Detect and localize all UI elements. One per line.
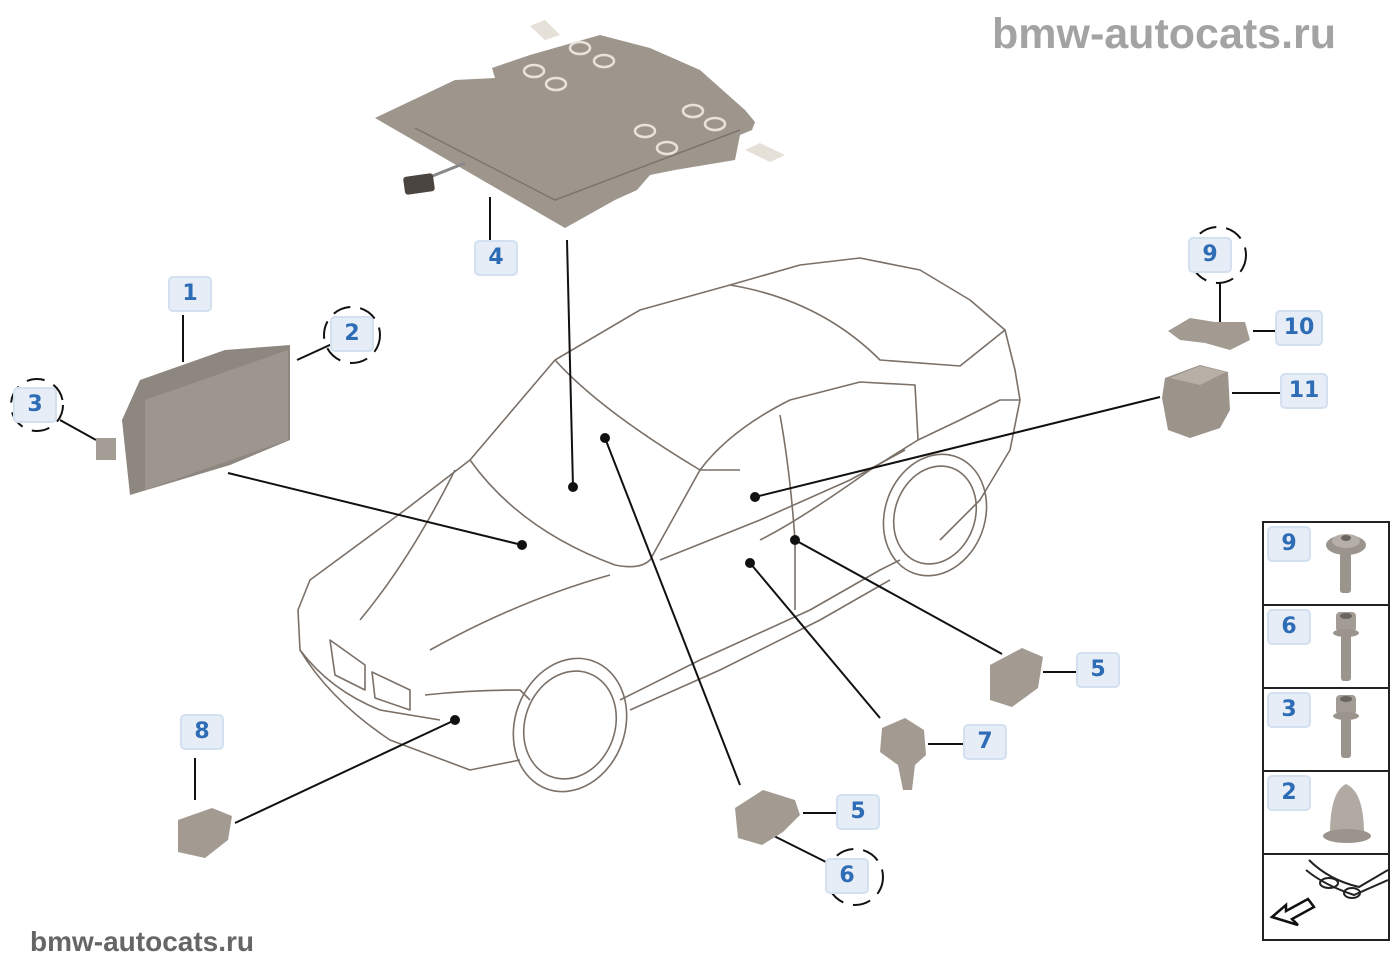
legend-label: 3: [1267, 692, 1311, 728]
dashed-circle-3: [10, 378, 64, 432]
callout-9[interactable]: 9: [1188, 237, 1232, 273]
legend-item[interactable]: 3: [1264, 689, 1388, 772]
car-front-wheel-arch: [512, 657, 628, 793]
legend-label: 2: [1267, 775, 1311, 811]
callout-10[interactable]: 10: [1275, 310, 1323, 346]
callout-1[interactable]: 1: [168, 276, 212, 312]
legend-label: 6: [1267, 609, 1311, 645]
anchor-dot: [600, 433, 610, 443]
hex-socket-bolt-icon: [1333, 612, 1359, 681]
legend-item[interactable]: 9: [1264, 523, 1388, 606]
car-grille-left: [329, 639, 366, 691]
leader-7-to-car: [749, 562, 881, 719]
leader-5a-to-car: [794, 539, 1003, 655]
anchor-dot: [750, 492, 760, 502]
legend-item[interactable]: [1264, 855, 1389, 935]
car-front-bumper: [299, 649, 521, 771]
leader-11-to-car: [754, 396, 1161, 498]
legend-item[interactable]: 2: [1264, 772, 1388, 855]
hex-socket-bolt-icon: [1333, 695, 1359, 758]
car-b-pillar: [779, 414, 796, 610]
front-sensor-part: [178, 808, 232, 858]
car-roofline: [554, 257, 1021, 401]
leader-1-to-car: [227, 472, 523, 546]
leader-5b-to-car: [604, 437, 741, 786]
car-front-wheel: [522, 670, 618, 780]
callout-7[interactable]: 7: [963, 724, 1007, 760]
callout-5a[interactable]: 5: [1076, 652, 1120, 688]
anchor-dot: [450, 715, 460, 725]
anchor-dot: [517, 540, 527, 550]
watermark-bottom: bmw-autocats.ru: [30, 926, 255, 957]
watermark-top: bmw-autocats.ru: [992, 10, 1337, 58]
car-hood-line: [359, 469, 456, 621]
seat-mat-part: [375, 20, 785, 228]
sensor-bracket-part-b: [735, 790, 800, 845]
cap-nut-icon: [1323, 784, 1371, 843]
anchor-dot: [568, 482, 578, 492]
legend-item[interactable]: 6: [1264, 606, 1388, 689]
car-hood: [297, 459, 471, 721]
acceleration-sensor-part: [880, 718, 926, 790]
car-door-line: [659, 449, 906, 561]
callout-6[interactable]: 6: [825, 858, 869, 894]
anchor-dot: [790, 535, 800, 545]
car-rear-quarter: [917, 399, 1021, 541]
callout-5b[interactable]: 5: [836, 794, 880, 830]
dashed-circle-2: [323, 306, 381, 364]
callout-4[interactable]: 4: [474, 240, 518, 276]
leader-3: [59, 419, 97, 441]
fastener-legend: 9 6 3 2: [1262, 521, 1390, 941]
car-hood-crease: [429, 574, 611, 651]
legend-label: 9: [1267, 526, 1311, 562]
leader-8-to-car: [234, 719, 456, 824]
leader-6: [771, 834, 829, 864]
callout-3[interactable]: 3: [13, 387, 57, 423]
sensor-bracket-part-a: [990, 648, 1043, 707]
car-grille-right: [371, 671, 411, 711]
callout-2[interactable]: 2: [330, 316, 374, 352]
car-roof-front: [554, 359, 740, 471]
car-sill: [619, 559, 901, 701]
callout-11[interactable]: 11: [1280, 373, 1328, 409]
collar-screw-icon: [1326, 534, 1366, 593]
car-rear-wheel-arch: [882, 453, 988, 577]
car-outline: [297, 257, 1021, 793]
holder-part: [1168, 318, 1250, 350]
leader-lines: [59, 197, 1285, 864]
front-direction-arrow-icon: [1269, 859, 1389, 927]
car-roof-rear: [729, 284, 1006, 367]
leader-4-to-car: [566, 239, 574, 488]
car-headlight: [424, 689, 531, 701]
leader-2: [296, 343, 333, 361]
callout-8[interactable]: 8: [180, 714, 224, 750]
car-side-window: [699, 381, 919, 541]
car-sill-lower: [629, 579, 891, 711]
anchor-dot: [745, 558, 755, 568]
sensor-clip-part: [1162, 365, 1230, 438]
car-windshield: [469, 359, 701, 568]
control-unit-part: [96, 345, 290, 495]
car-rear-wheel: [892, 465, 978, 565]
